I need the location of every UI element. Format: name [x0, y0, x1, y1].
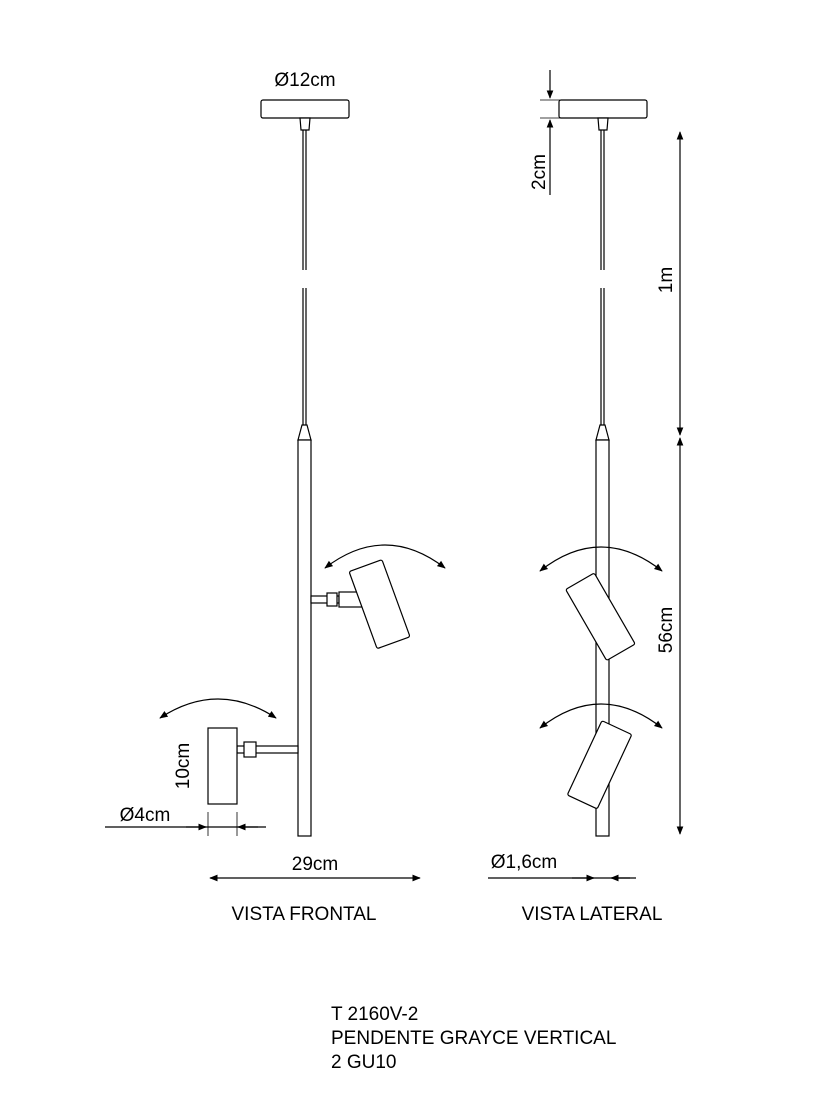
side-cable-length-label: 1m	[656, 267, 677, 293]
front-lower-rotation-arc	[159, 698, 277, 719]
front-total-width-label: 29cm	[292, 854, 338, 875]
product-name: PENDENTE GRAYCE VERTICAL	[331, 1028, 617, 1049]
side-lower-rotation-arc	[539, 703, 663, 729]
product-info: T 2160V-2 PENDENTE GRAYCE VERTICAL 2 GU1…	[331, 1003, 616, 1075]
front-canopy-diameter-label: Ø12cm	[274, 70, 335, 91]
product-lamps: 2 GU10	[331, 1052, 397, 1073]
front-head-height-label: 10cm	[173, 743, 194, 789]
side-view	[488, 70, 684, 882]
side-lower-head	[567, 720, 632, 809]
side-body-length-label: 56cm	[656, 607, 677, 653]
front-lower-head	[207, 727, 238, 805]
front-view	[105, 99, 446, 882]
side-canopy-height-label: 2cm	[529, 154, 550, 190]
side-view-caption: VISTA LATERAL	[522, 904, 663, 925]
front-head-diameter-label: Ø4cm	[120, 805, 171, 826]
side-canopy	[558, 99, 648, 119]
front-main-tube	[297, 439, 312, 837]
front-upper-rotation-arc	[324, 544, 446, 569]
side-upper-head	[565, 573, 636, 661]
side-upper-rotation-arc	[539, 546, 663, 572]
side-tube-diameter-label: Ø1,6cm	[491, 852, 558, 873]
front-canopy-connector	[299, 117, 311, 131]
front-canopy	[260, 99, 350, 119]
front-view-caption: VISTA FRONTAL	[232, 904, 377, 925]
product-code: T 2160V-2	[331, 1004, 419, 1025]
